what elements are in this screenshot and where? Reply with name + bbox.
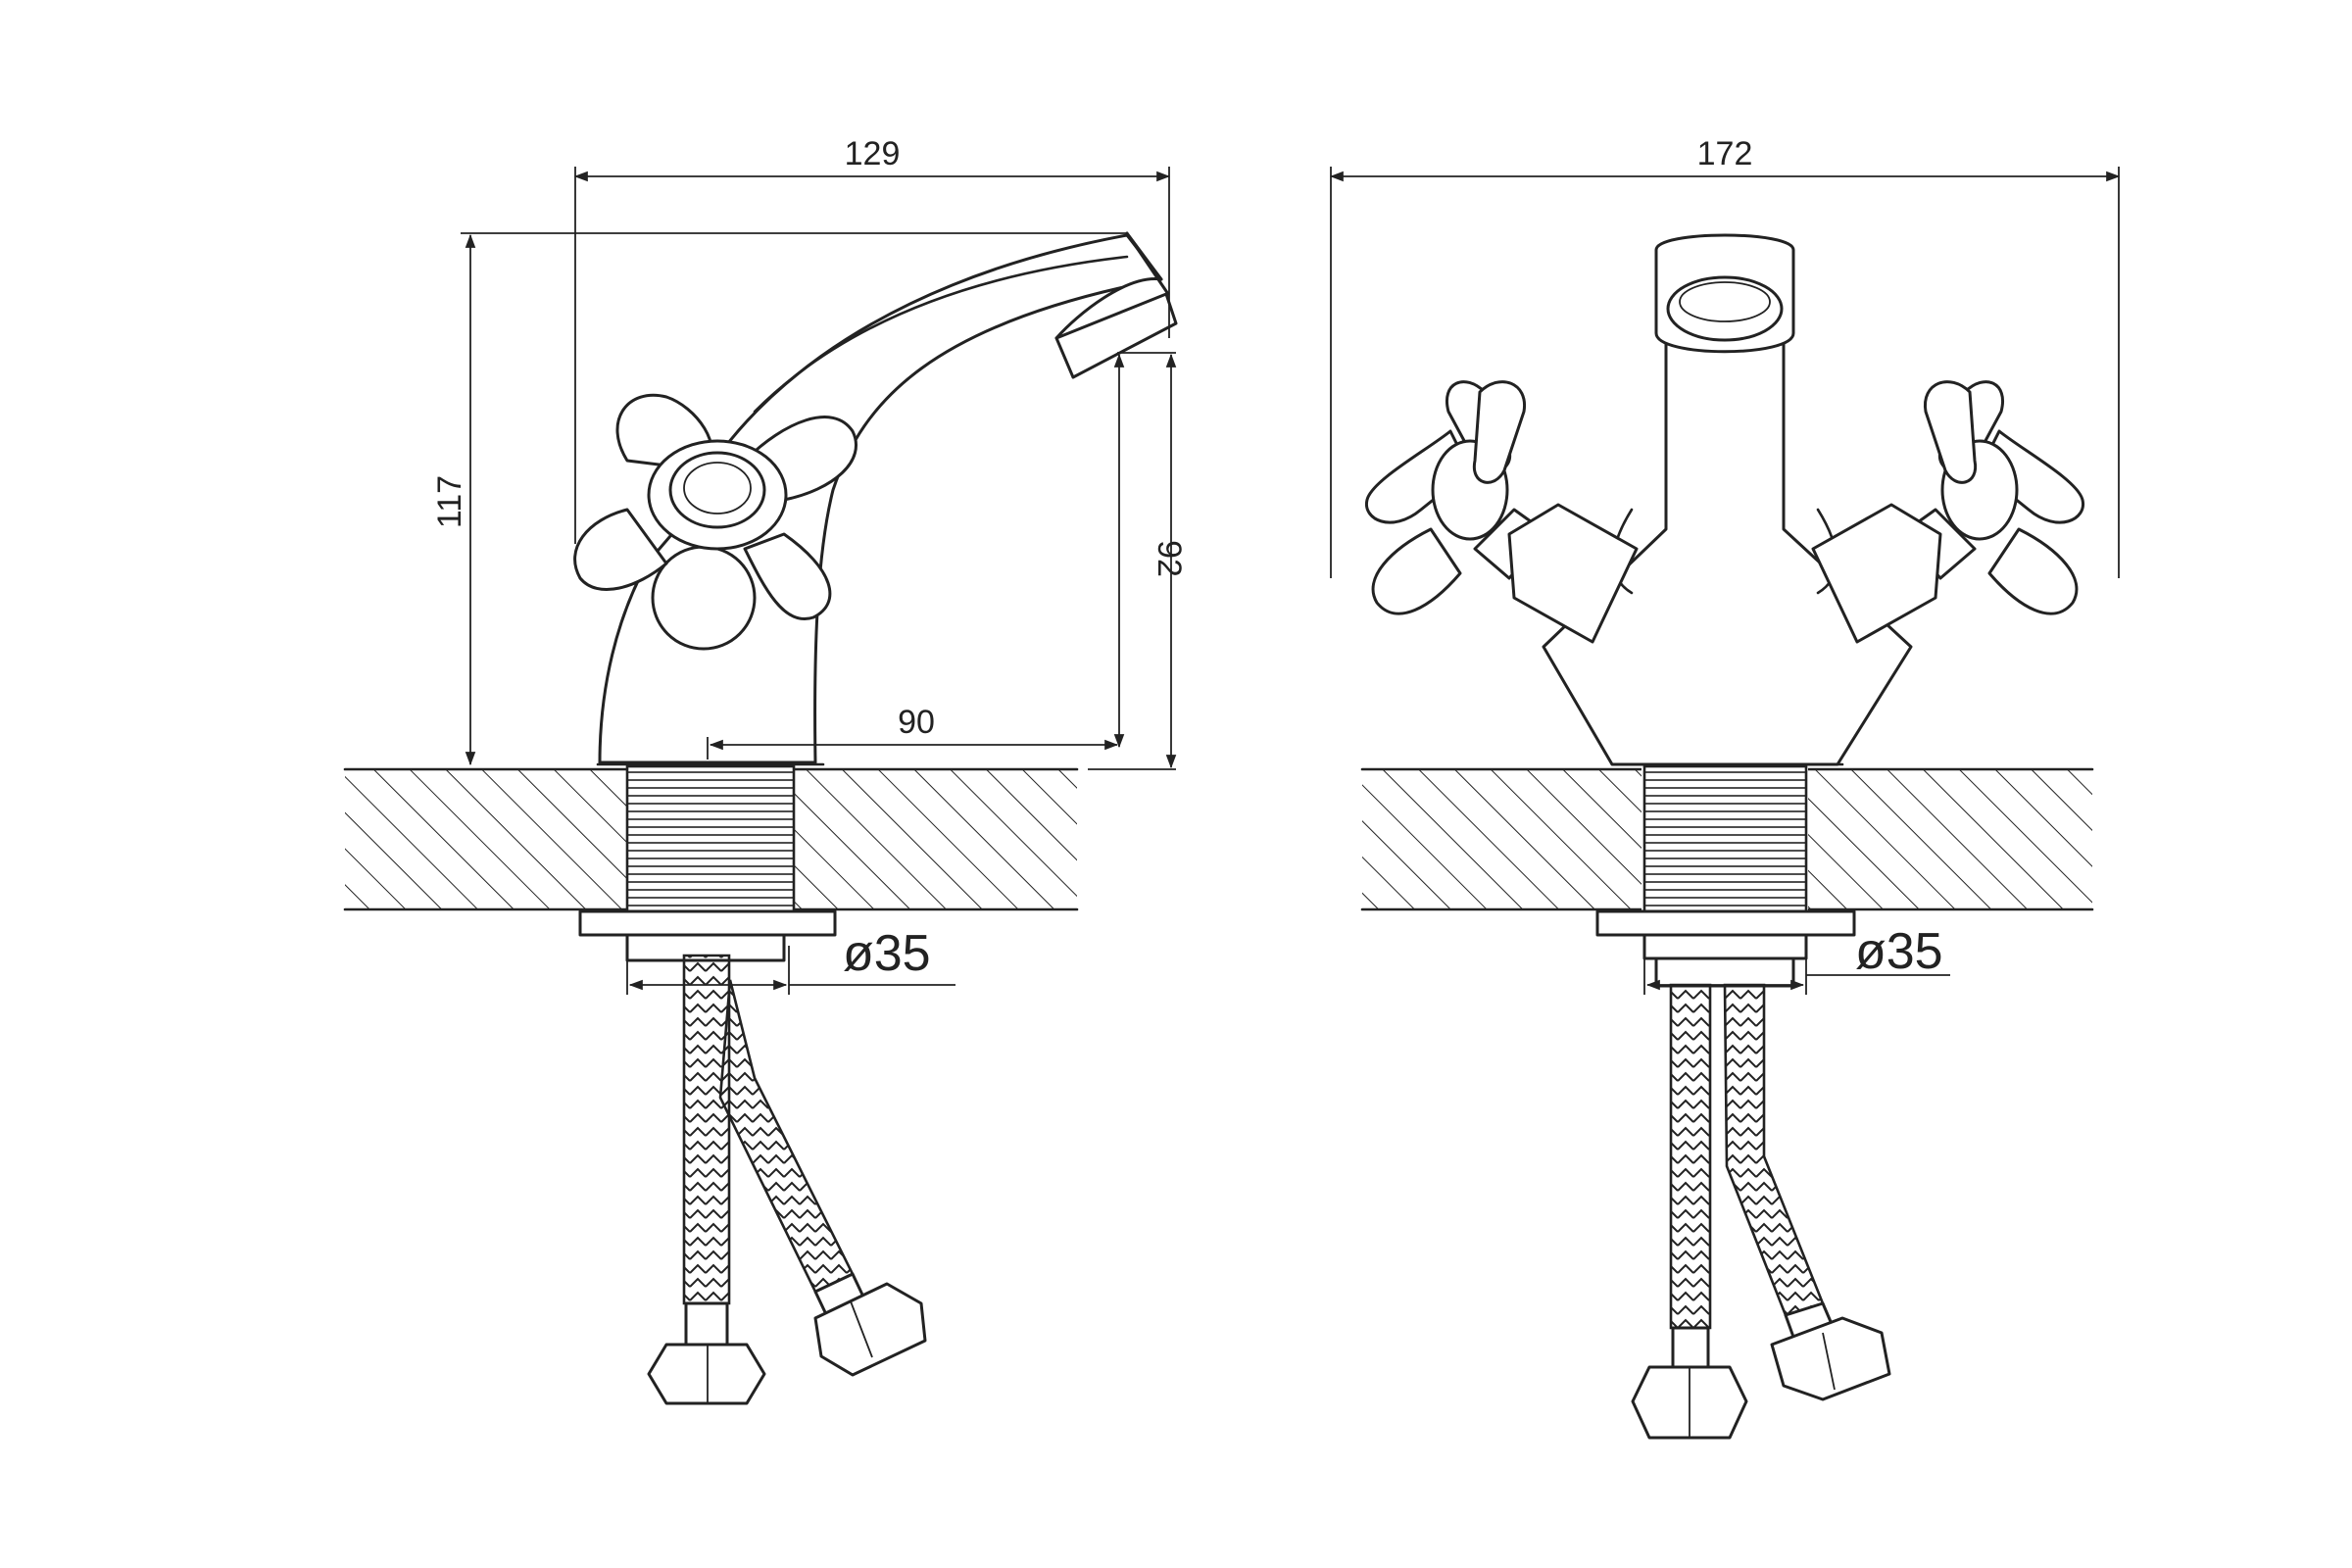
- supply-hose-front-left: [1669, 983, 1712, 1369]
- dimension-reach: 90: [707, 704, 1119, 760]
- dimension-reach-label: 90: [898, 704, 935, 741]
- dimension-width-front: 172: [1329, 135, 2121, 578]
- dimension-diameter-front-label: ø35: [1855, 923, 1943, 980]
- hex-nut-right: [813, 1282, 927, 1377]
- dimension-height-label: 117: [431, 475, 468, 528]
- mounting-nut: [578, 909, 837, 962]
- dimension-diameter-label: ø35: [843, 925, 931, 982]
- countertop-section-front: [1360, 762, 2094, 913]
- spout-aerator-front: [1654, 233, 1795, 354]
- dimension-spout-height-label: 92: [1151, 540, 1188, 577]
- dimension-diameter-front: ø35: [1643, 923, 1950, 995]
- side-view: 129 117 92 90 ø35: [343, 135, 1188, 1405]
- cross-handle-front-left: [1365, 380, 1526, 615]
- supply-hose-right: [718, 979, 872, 1331]
- cross-handle-front-right: [1924, 380, 2084, 615]
- cross-handle-side: [573, 393, 858, 651]
- supply-hose-left: [682, 954, 731, 1347]
- hex-nut-left: [647, 1343, 766, 1405]
- dimension-height-side: 117: [431, 232, 1127, 766]
- hex-nut-front-right: [1770, 1316, 1891, 1401]
- valve-right-front: [1811, 503, 1977, 644]
- dimension-width-front-label: 172: [1697, 135, 1753, 172]
- front-view: 172 ø35: [1329, 135, 2121, 1440]
- hex-nut-front-left: [1631, 1365, 1748, 1440]
- valve-left-front: [1473, 503, 1639, 644]
- dimension-width-label: 129: [845, 135, 901, 172]
- dimension-spout-height: 92: [1088, 352, 1188, 770]
- countertop-section: [343, 762, 1079, 913]
- supply-hose-front-right: [1723, 983, 1839, 1352]
- dimension-width-side: 129: [573, 135, 1171, 544]
- dimension-diameter-side: ø35: [626, 925, 956, 995]
